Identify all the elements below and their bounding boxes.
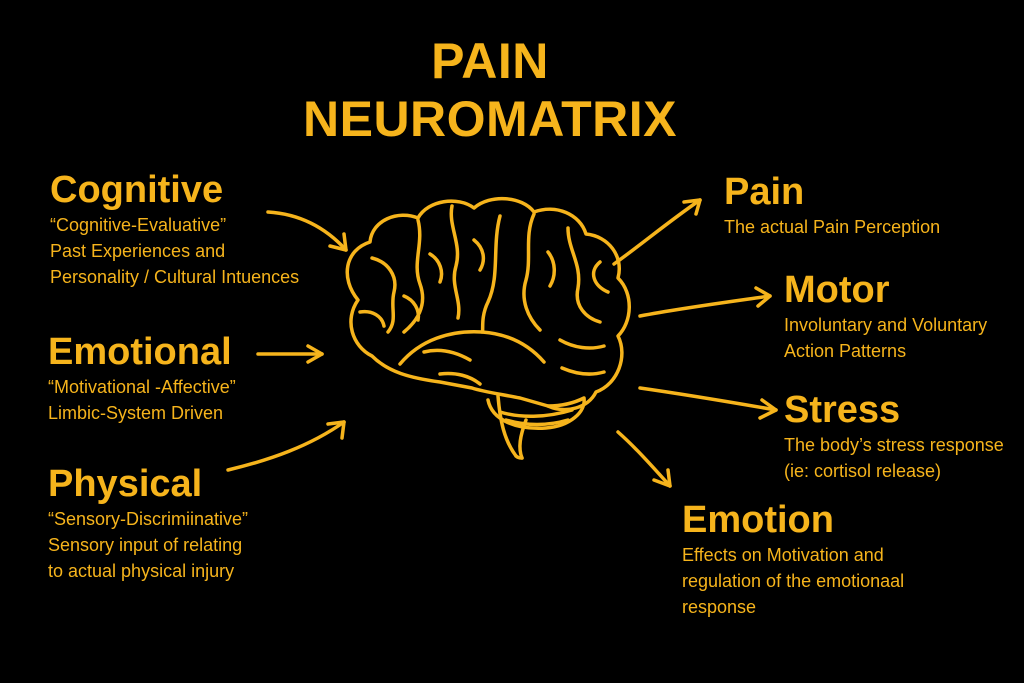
brain-icon <box>345 196 631 460</box>
node-emotional: Emotional “Motivational -Affective” Limb… <box>48 330 236 426</box>
node-pain: Pain The actual Pain Perception <box>724 170 940 240</box>
arrow-brain-to-motor <box>638 286 772 318</box>
node-stress-heading: Stress <box>784 389 901 431</box>
node-emotional-heading: Emotional <box>48 331 232 373</box>
diagram-title: PAIN NEUROMATRIX <box>0 32 980 148</box>
node-emotional-line: “Motivational -Affective” <box>48 377 236 397</box>
node-pain-heading: Pain <box>724 171 805 213</box>
node-physical: Physical “Sensory-Discrimiinative” Senso… <box>48 462 248 584</box>
arrow-brain-to-pain <box>612 198 702 266</box>
node-emotion-line: response <box>682 597 757 617</box>
node-cognitive-line: Past Experiences and <box>50 241 226 261</box>
node-emotion-line: Effects on Motivation and <box>682 545 884 565</box>
node-motor-heading: Motor <box>784 269 890 311</box>
node-stress-line: The body’s stress response <box>784 435 1004 455</box>
node-emotion-heading: Emotion <box>682 499 834 541</box>
arrow-cognitive-to-brain <box>266 210 348 252</box>
node-stress: Stress The body’s stress response (ie: c… <box>784 388 1004 484</box>
arrow-emotional-to-brain <box>256 344 324 364</box>
node-emotion: Emotion Effects on Motivation and regula… <box>682 498 904 620</box>
node-motor-line: Action Patterns <box>784 341 907 361</box>
node-cognitive: Cognitive “Cognitive-Evaluative” Past Ex… <box>50 168 299 290</box>
node-physical-line: “Sensory-Discrimiinative” <box>48 509 249 529</box>
arrow-physical-to-brain <box>226 420 346 472</box>
node-cognitive-line: Personality / Cultural Intuences <box>50 267 300 287</box>
title-line-1: PAIN <box>431 33 549 89</box>
node-motor-line: Involuntary and Voluntary <box>784 315 988 335</box>
node-physical-line: to actual physical injury <box>48 561 235 581</box>
node-stress-line: (ie: cortisol release) <box>784 461 942 481</box>
node-motor: Motor Involuntary and Voluntary Action P… <box>784 268 987 364</box>
node-physical-heading: Physical <box>48 463 203 505</box>
arrow-brain-to-emotion <box>616 430 672 488</box>
node-cognitive-heading: Cognitive <box>50 169 224 211</box>
node-cognitive-line: “Cognitive-Evaluative” <box>50 215 227 235</box>
node-emotional-line: Limbic-System Driven <box>48 403 224 423</box>
title-line-2: NEUROMATRIX <box>302 91 677 147</box>
node-emotion-line: regulation of the emotionaal <box>682 571 905 591</box>
node-pain-line: The actual Pain Perception <box>724 217 941 237</box>
node-physical-line: Sensory input of relating <box>48 535 243 555</box>
arrow-brain-to-stress <box>638 386 778 420</box>
